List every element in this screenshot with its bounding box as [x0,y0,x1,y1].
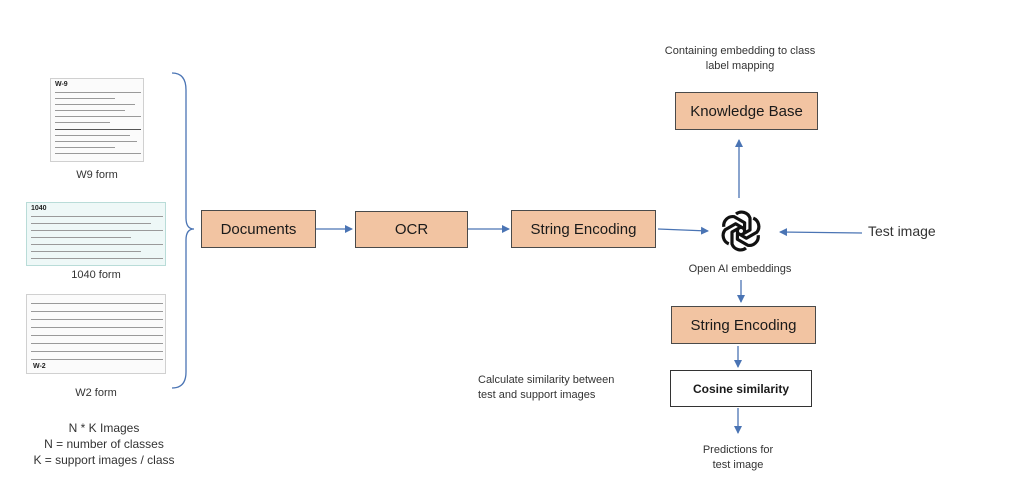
similarity-note: Calculate similarity between test and su… [478,374,615,401]
w2-header: W-2 [33,363,46,370]
w9-form-image: W-9 [50,78,144,162]
w2-caption: W2 form [75,387,117,399]
w9-caption: W9 form [76,169,118,181]
brace [171,72,195,389]
w9-header: W-9 [55,81,68,88]
knowledge-base-box: Knowledge Base [675,92,818,130]
form-1040-header: 1040 [31,205,47,212]
documents-box: Documents [201,210,316,248]
note-n-classes: N = number of classes [44,437,164,451]
predictions-label: Predictions for test image [702,444,774,471]
form-1040-caption: 1040 form [71,269,121,281]
openai-embeddings-label: Open AI embeddings [688,263,792,275]
w2-form-image: W-2 [26,294,166,374]
arrow-test-openai [779,228,863,237]
cosine-similarity-box: Cosine similarity [670,370,812,407]
note-nk-images: N * K Images [68,421,140,435]
test-image-label: Test image [868,223,936,239]
ocr-box: OCR [355,211,468,248]
arrow-encoding-openai [657,226,709,235]
string-encoding-box-2: String Encoding [671,306,816,344]
openai-logo-icon [721,210,761,252]
knowledge-base-note: Containing embedding to class label mapp… [664,45,816,72]
support-set-notes: N * K Images N = number of classes K = s… [14,420,194,468]
form-1040-image: 1040 [26,202,166,266]
note-k-support: K = support images / class [33,453,175,467]
string-encoding-box: String Encoding [511,210,656,248]
